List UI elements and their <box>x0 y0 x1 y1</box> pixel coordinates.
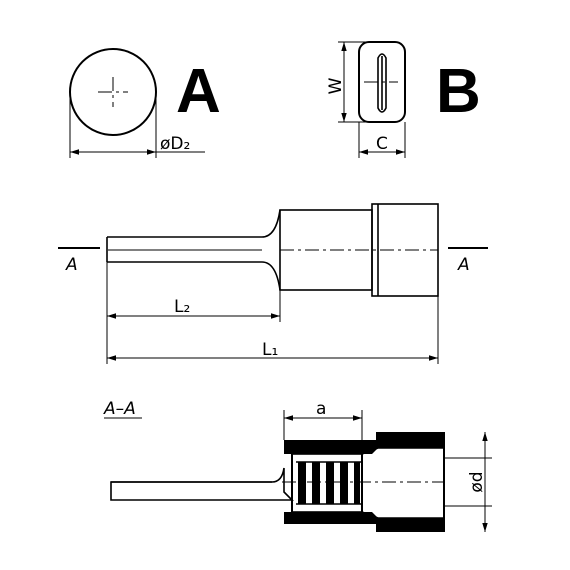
view-a-cross-section: øD₂ <box>69 48 205 158</box>
side-view: A A L₂ L₁ <box>58 203 488 364</box>
crimp-grooves <box>296 461 362 505</box>
d2-label: øD₂ <box>160 134 190 154</box>
view-b-letter: B <box>436 57 481 126</box>
insulation-bottom <box>284 512 444 532</box>
a-label: a <box>316 399 326 419</box>
section-a-a-view: A–A a <box>103 399 492 532</box>
section-mark-right: A <box>457 255 470 275</box>
section-a-a-label: A–A <box>103 399 136 419</box>
pin-circle <box>69 48 157 136</box>
l2-label: L₂ <box>174 297 190 317</box>
c-label: C <box>376 134 388 154</box>
flat-pin-outline <box>358 41 406 123</box>
l1-label: L₁ <box>262 340 278 360</box>
view-b-cross-section: W C <box>326 41 406 158</box>
section-pin <box>110 467 294 501</box>
view-a-letter: A <box>176 57 221 126</box>
d-label: ød <box>467 471 487 492</box>
w-label: W <box>326 77 346 94</box>
insulation-top <box>284 432 444 454</box>
section-mark-left: A <box>65 255 78 275</box>
